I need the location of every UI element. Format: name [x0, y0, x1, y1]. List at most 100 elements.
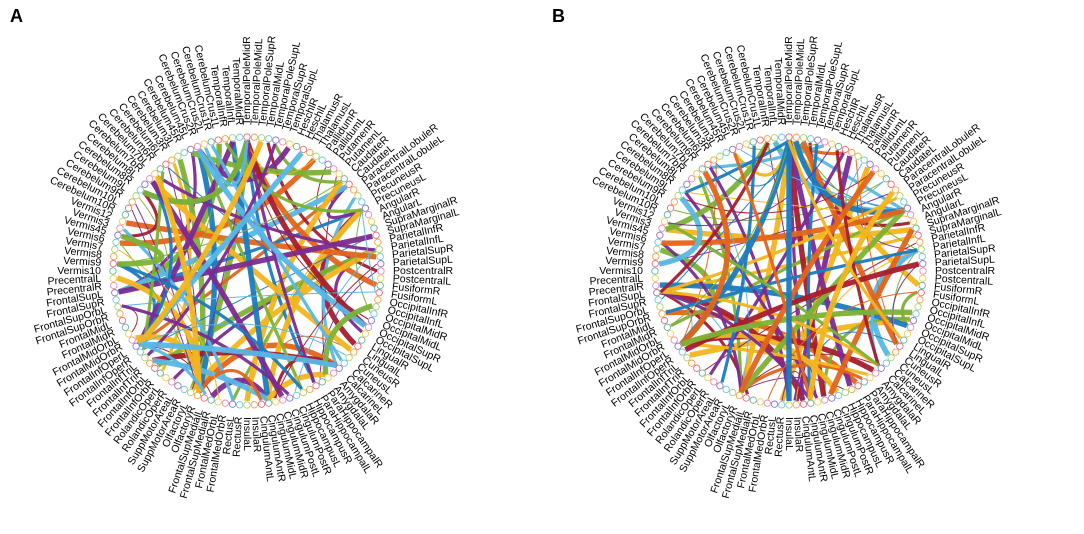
region-node	[279, 138, 287, 146]
region-node	[112, 296, 120, 304]
region-node	[918, 252, 926, 261]
connection-chord	[355, 209, 371, 313]
region-node	[735, 391, 744, 400]
region-node	[670, 336, 678, 344]
region-node	[756, 398, 764, 406]
region-node	[156, 369, 164, 377]
connection-chord	[659, 282, 908, 329]
region-node	[914, 303, 922, 311]
region-node	[742, 394, 750, 402]
region-node	[785, 133, 793, 141]
region-node	[174, 382, 182, 390]
connection-chord	[738, 140, 792, 393]
connection-chord	[131, 209, 200, 392]
region-node	[193, 391, 202, 400]
connection-chord	[786, 140, 853, 387]
region-node	[882, 359, 890, 367]
region-node	[896, 192, 904, 200]
connection-chord	[679, 170, 731, 346]
region-label: TemporalPoleMidL	[791, 38, 808, 126]
region-node	[318, 378, 326, 386]
connection-chord	[117, 184, 348, 295]
region-node	[742, 140, 750, 148]
connection-chord	[787, 140, 902, 340]
connection-chord	[659, 191, 893, 265]
connection-chord	[732, 152, 812, 400]
connection-chord	[900, 290, 919, 327]
connection-chord	[121, 291, 376, 307]
region-node	[729, 388, 737, 397]
region-node	[828, 140, 836, 148]
region-label: RectusL	[221, 415, 237, 455]
region-node	[335, 170, 343, 178]
region-node	[364, 323, 373, 331]
region-node	[716, 152, 724, 160]
region-node	[128, 336, 136, 344]
connection-chord	[136, 140, 236, 346]
region-node	[799, 400, 808, 408]
region-label: PrecentralL	[589, 273, 643, 288]
region-node	[903, 330, 912, 338]
region-node	[651, 267, 659, 275]
region-node	[330, 369, 338, 377]
region-node	[651, 260, 659, 268]
region-node	[792, 401, 800, 409]
region-label: Vermis9	[605, 255, 644, 269]
region-node	[877, 170, 885, 178]
region-node	[286, 394, 294, 402]
connection-chord	[119, 157, 317, 246]
region-node	[132, 342, 140, 350]
region-node	[272, 398, 280, 406]
region-node	[318, 156, 326, 164]
region-node	[377, 267, 385, 275]
region-node	[792, 133, 800, 141]
region-node	[688, 359, 696, 367]
region-node	[114, 231, 122, 239]
region-node	[906, 211, 915, 219]
region-node	[663, 323, 672, 331]
connection-chord	[681, 342, 869, 377]
region-node	[118, 217, 127, 226]
region-node	[330, 165, 338, 173]
region-node	[683, 354, 691, 362]
region-node	[729, 145, 737, 154]
region-node	[116, 310, 124, 318]
region-node	[350, 186, 358, 194]
region-node	[299, 145, 307, 154]
region-node	[207, 396, 215, 404]
region-node	[666, 330, 675, 338]
region-node	[265, 399, 273, 407]
connection-chord	[660, 290, 812, 401]
region-node	[187, 145, 195, 154]
region-label: InsulaR	[249, 416, 263, 453]
region-node	[136, 348, 144, 356]
region-node	[207, 138, 215, 146]
region-node	[121, 211, 130, 219]
region-node	[704, 374, 712, 382]
region-node	[146, 175, 154, 183]
region-node	[722, 148, 730, 157]
connection-chord	[146, 143, 277, 357]
region-node	[306, 148, 314, 157]
node-ring	[651, 133, 927, 409]
region-node	[350, 348, 358, 356]
region-node	[658, 310, 666, 318]
connection-chord	[245, 140, 316, 383]
region-labels: TemporalPoleMidRTemporalPoleMidLTemporal…	[33, 35, 461, 500]
region-node	[180, 148, 188, 157]
region-node	[354, 192, 362, 200]
region-node	[710, 156, 718, 164]
connection-chord	[244, 179, 344, 402]
region-node	[109, 260, 117, 268]
region-label: InsulaL	[241, 417, 253, 451]
panel-label-b: B	[552, 6, 565, 26]
region-node	[678, 348, 686, 356]
region-node	[674, 192, 682, 200]
region-label: TemporalPoleMidR	[783, 36, 795, 125]
region-node	[377, 274, 385, 282]
region-node	[683, 180, 691, 188]
region-node	[151, 170, 159, 178]
region-node	[906, 323, 915, 331]
region-node	[653, 289, 661, 297]
